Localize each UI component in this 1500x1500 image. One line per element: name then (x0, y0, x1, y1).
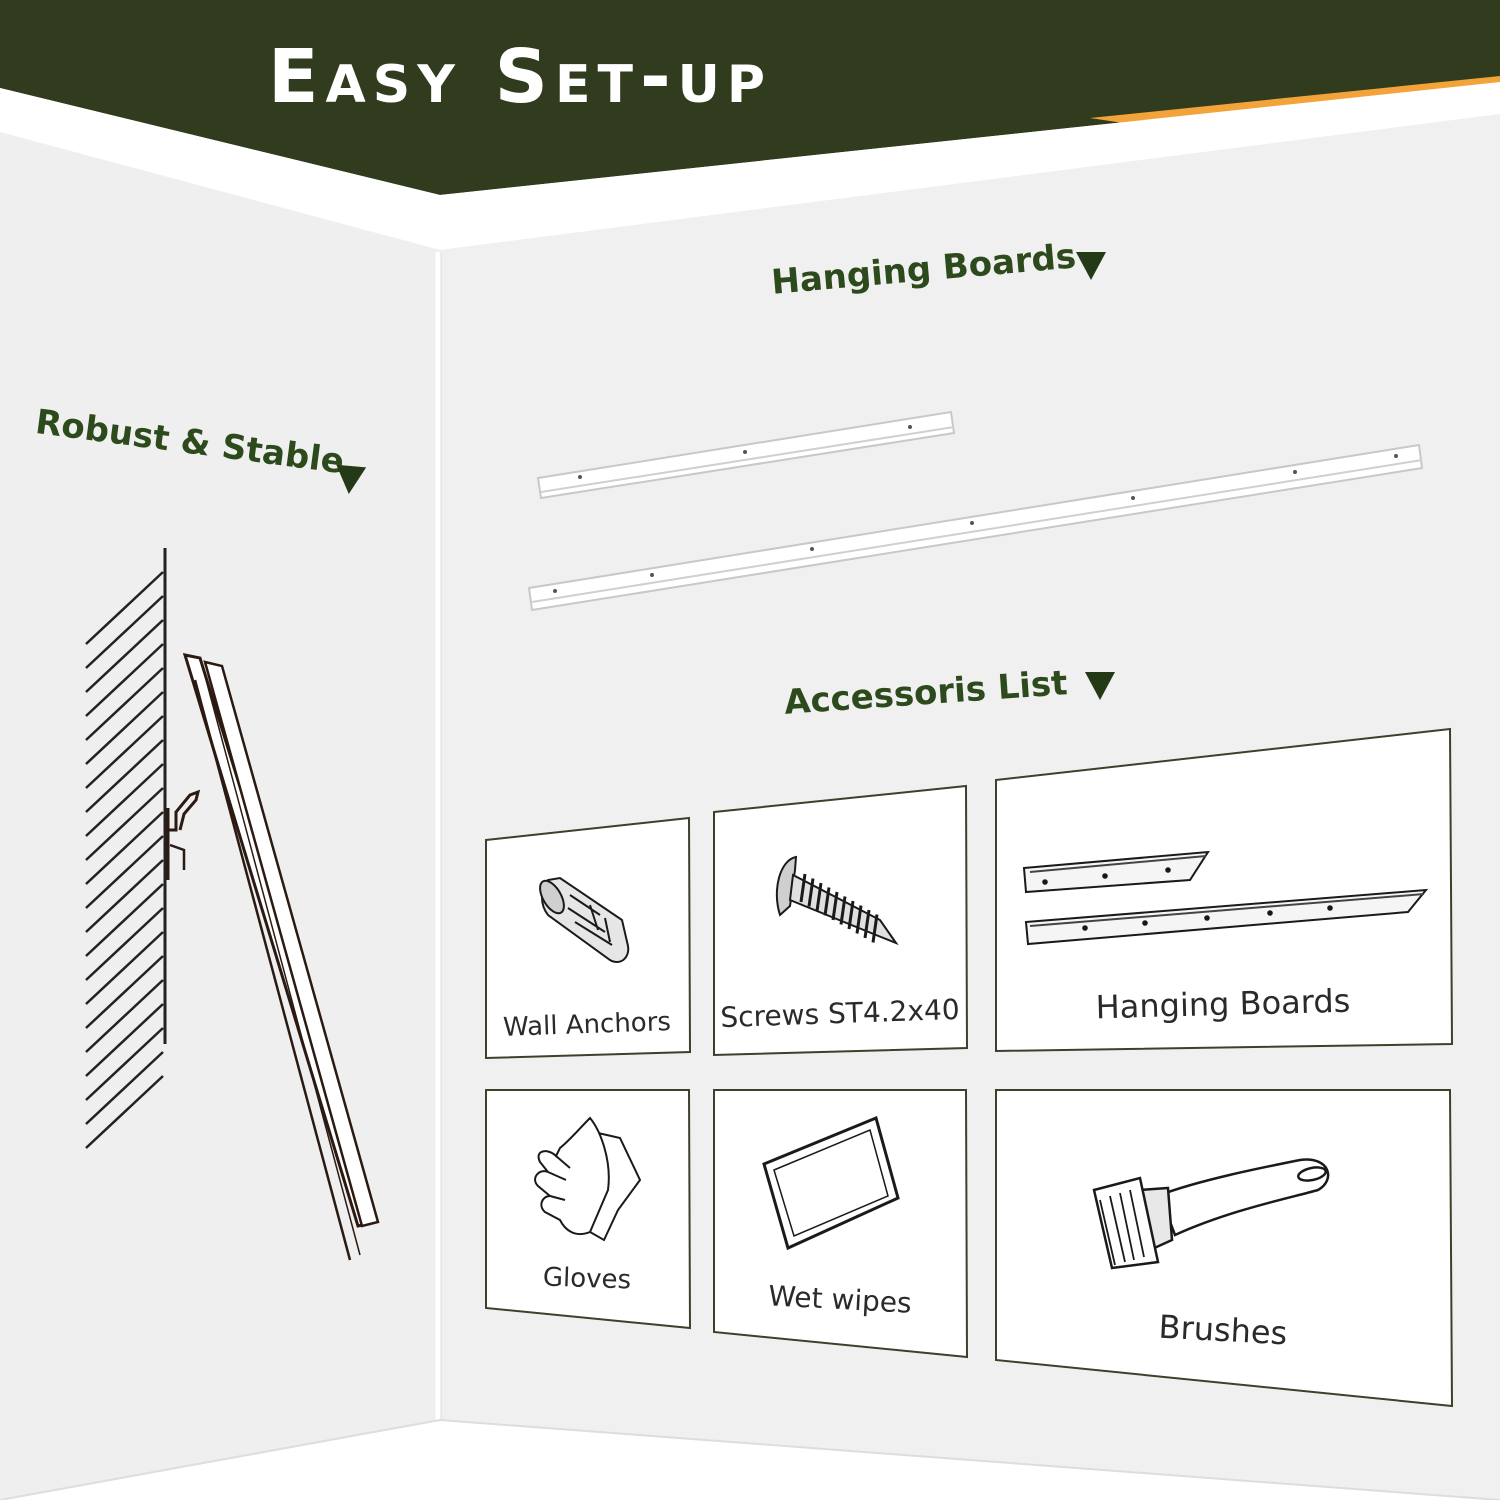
wall-mount-diagram (85, 548, 380, 1261)
card-brushes (995, 1089, 1454, 1408)
card-hanging-boards (995, 727, 1454, 1053)
wall-anchor-icon (539, 876, 630, 964)
page-title: Easy Set-up (268, 34, 772, 120)
wall-anchors-label: Wall Anchors (502, 1007, 672, 1043)
triangle-down-icon (1085, 672, 1115, 700)
banner-accent (1090, 76, 1500, 124)
wet-wipes-icon (762, 1115, 900, 1251)
hanging-boards-icon (1022, 850, 1429, 946)
gloves-icon (534, 1116, 642, 1242)
triangle-down-icon (1076, 252, 1106, 280)
left-wall (0, 132, 440, 1500)
screw-icon (775, 855, 899, 946)
hanging-boards-illustration (527, 410, 1424, 612)
title-banner (0, 0, 1500, 195)
brush-icon (1092, 1158, 1330, 1270)
triangle-down-icon (333, 464, 367, 496)
screws-label: Screws ST4.2x40 (719, 992, 961, 1035)
